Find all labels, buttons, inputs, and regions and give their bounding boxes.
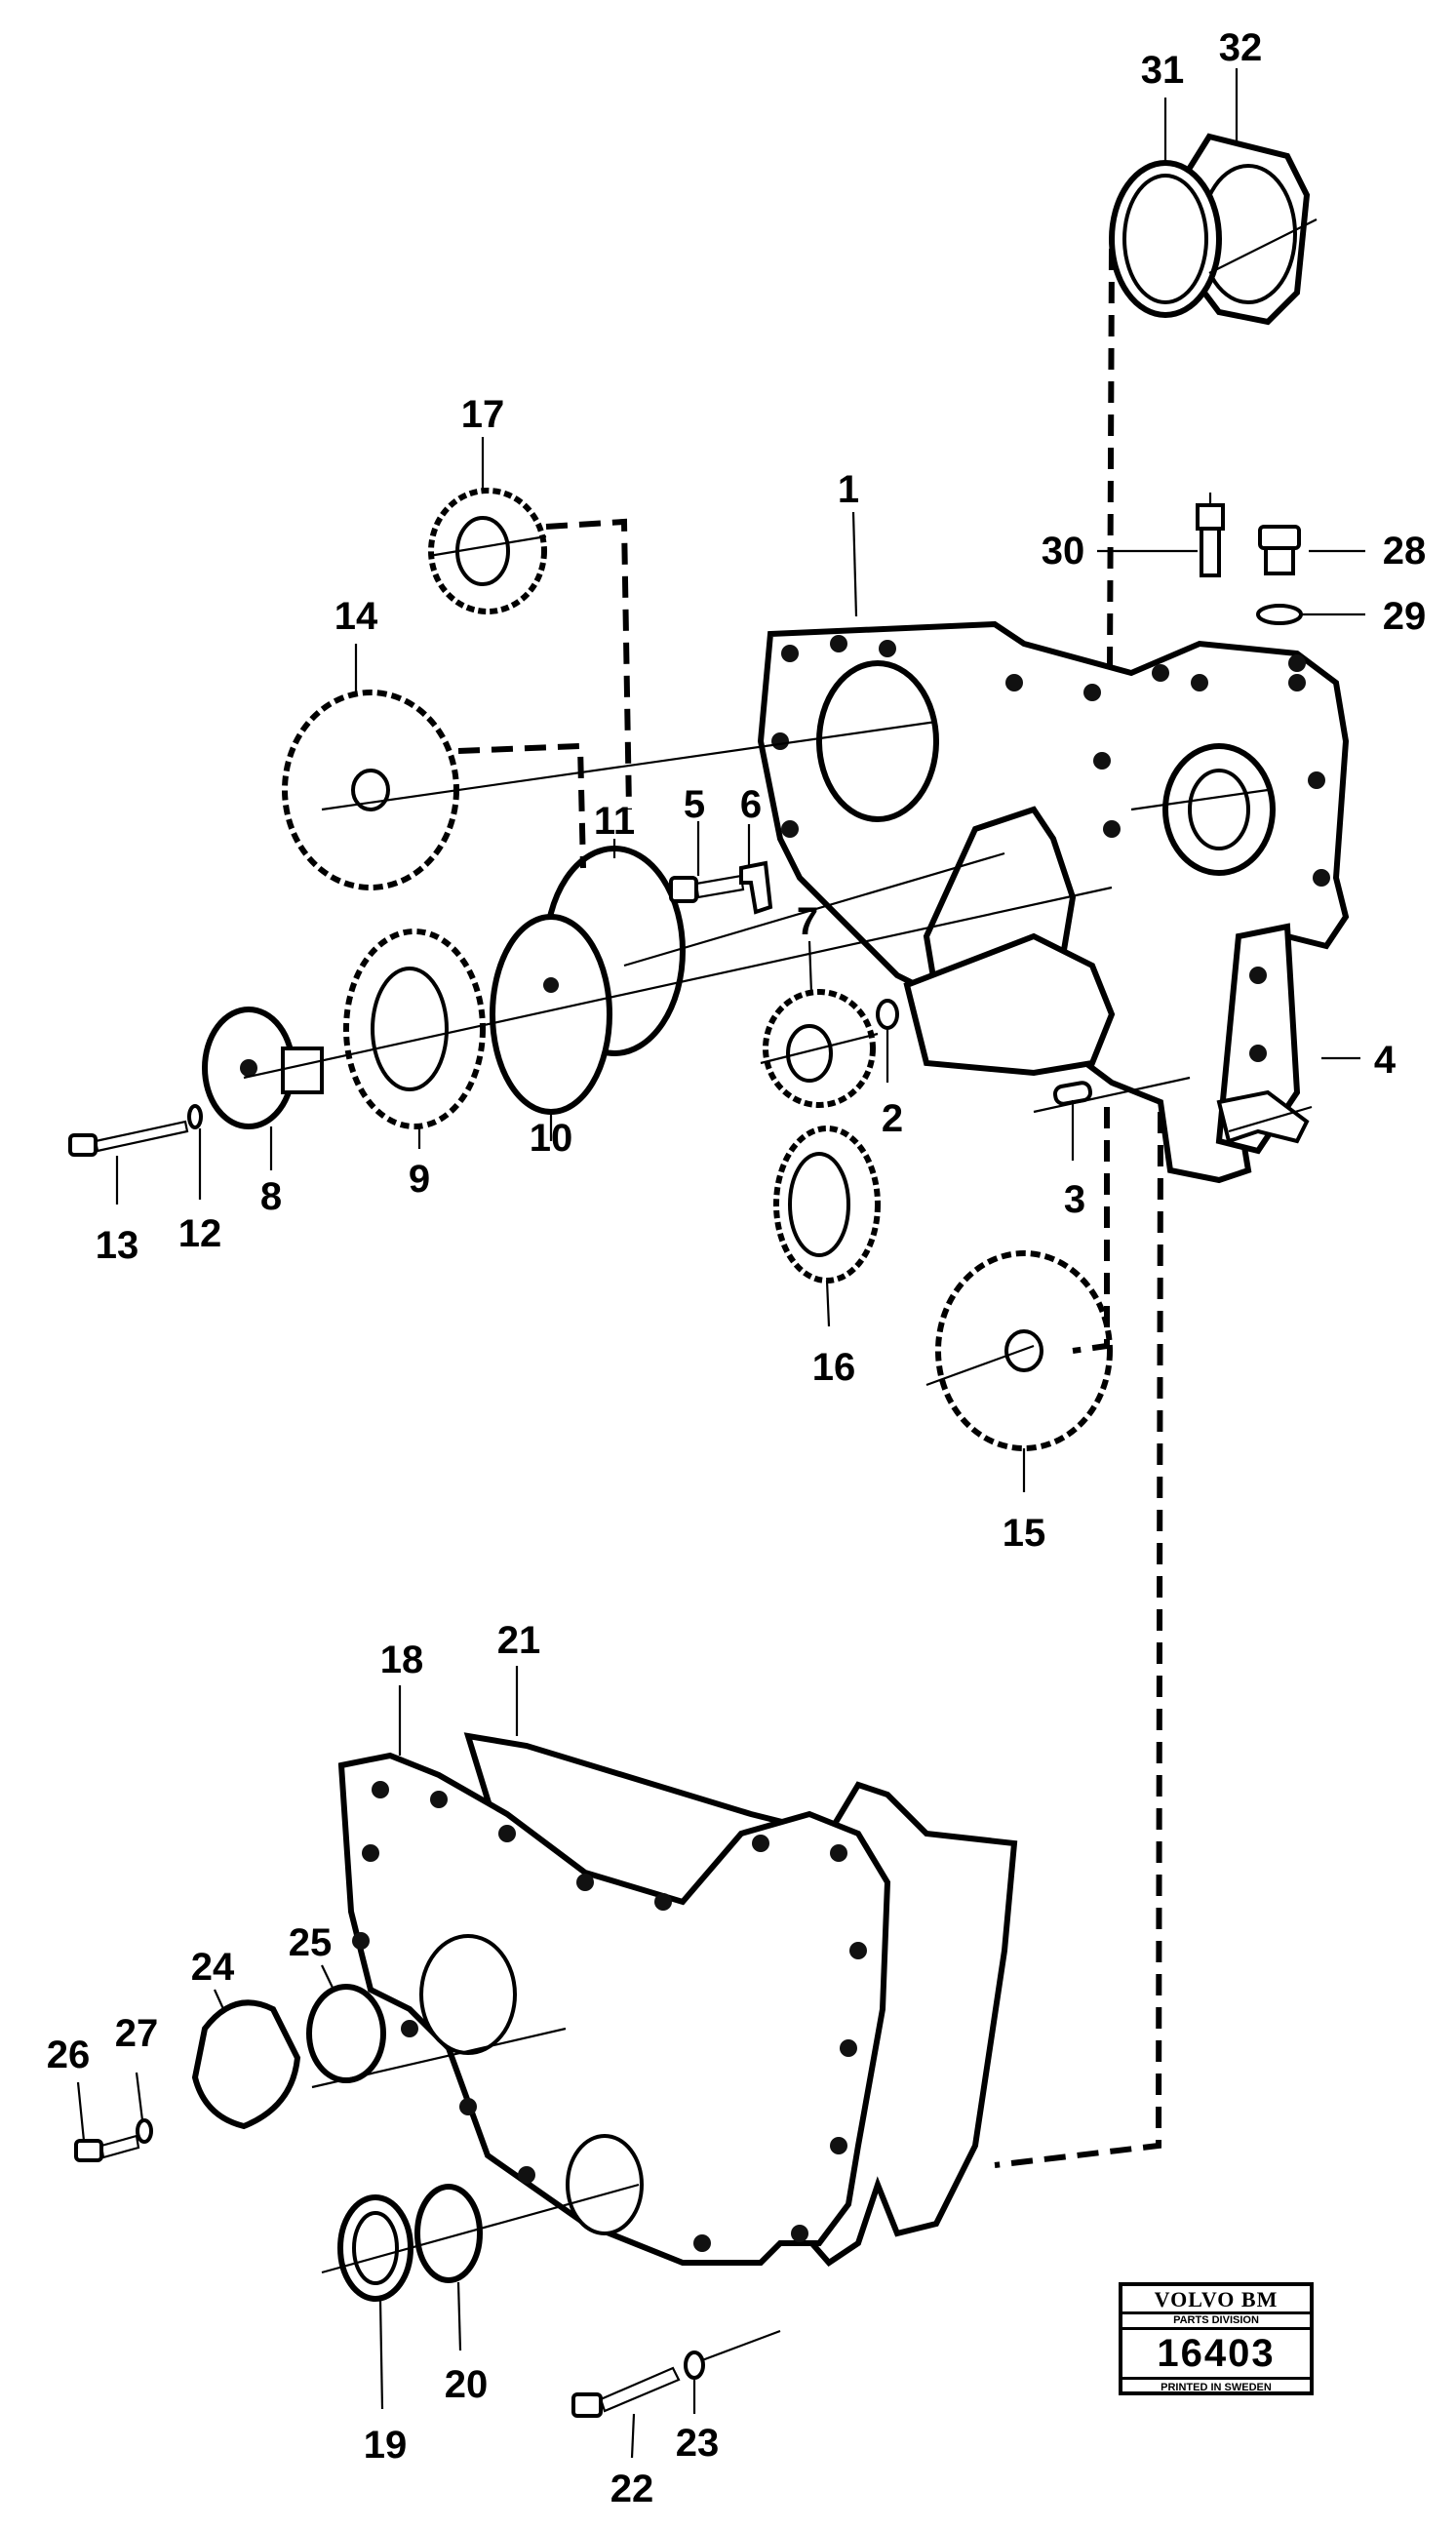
seal-ring [414, 2184, 483, 2283]
callout-31: 31 [1141, 49, 1185, 92]
gear-17 [428, 488, 547, 614]
seal-ring [306, 1984, 386, 2083]
leader-lines [76, 68, 1365, 2459]
callout-10: 10 [530, 1117, 573, 1160]
callout-6: 6 [740, 783, 762, 826]
parts-division-stamp: VOLVO BM PARTS DIVISION 16403 PRINTED IN… [1119, 2282, 1314, 2395]
callout-1: 1 [838, 468, 859, 511]
bolt [74, 2134, 140, 2162]
washer [1256, 604, 1303, 625]
stamp-printed: PRINTED IN SWEDEN [1161, 2382, 1272, 2393]
assembly-line [994, 1111, 1163, 2168]
callout-labels: 1 2 3 4 5 6 7 8 9 10 11 12 13 14 15 16 1… [47, 26, 1427, 2510]
callout-19: 19 [364, 2424, 408, 2467]
callout-2: 2 [882, 1097, 903, 1140]
callout-3: 3 [1064, 1178, 1085, 1221]
gear-9 [343, 928, 486, 1129]
dowel-pin [876, 999, 899, 1030]
flange [490, 914, 612, 1115]
hub [202, 1007, 324, 1129]
callout-22: 22 [610, 2468, 654, 2510]
callout-23: 23 [676, 2422, 720, 2465]
cover-opening-lower [566, 2134, 644, 2235]
assembly-line [1072, 1107, 1110, 1354]
callout-26: 26 [47, 2034, 91, 2076]
callout-18: 18 [380, 1639, 424, 1681]
callout-11: 11 [594, 800, 635, 843]
end-cap [191, 1999, 301, 2130]
bracket [1216, 1089, 1310, 1144]
assembly-line [545, 518, 632, 810]
oil-seal-inner [352, 2211, 399, 2285]
seal-ring-inner [1122, 174, 1208, 304]
callout-20: 20 [445, 2363, 489, 2406]
assembly-line [1107, 248, 1115, 674]
bolt [571, 2366, 681, 2418]
callout-28: 28 [1383, 530, 1427, 573]
plug [1258, 525, 1301, 575]
callout-30: 30 [1042, 530, 1085, 573]
callout-29: 29 [1383, 595, 1427, 638]
washer [684, 2350, 705, 2380]
stamp-brand: VOLVO BM [1122, 2286, 1310, 2314]
timing-gear-housing [757, 620, 1350, 1184]
gear-16 [773, 1126, 881, 1284]
washer [187, 1104, 203, 1129]
callout-21: 21 [497, 1619, 541, 1662]
callout-15: 15 [1003, 1512, 1046, 1555]
callout-8: 8 [260, 1175, 282, 1218]
callout-5: 5 [684, 783, 705, 826]
callout-24: 24 [191, 1946, 235, 1989]
gear-14 [282, 690, 459, 890]
callout-9: 9 [409, 1158, 430, 1201]
callout-14: 14 [334, 595, 378, 638]
callout-7: 7 [797, 900, 818, 943]
callout-32: 32 [1219, 26, 1263, 69]
callout-16: 16 [812, 1346, 856, 1389]
gear-15 [935, 1250, 1113, 1451]
bolt [68, 1120, 189, 1157]
stamp-division: PARTS DIVISION [1122, 2314, 1310, 2330]
assembly-line [457, 742, 586, 869]
washer [136, 2118, 153, 2144]
callout-17: 17 [461, 393, 505, 436]
bolt [669, 874, 745, 903]
cover-opening-upper [419, 1934, 517, 2055]
sender-unit [1196, 493, 1225, 577]
callout-13: 13 [96, 1224, 139, 1267]
callout-27: 27 [115, 2012, 159, 2055]
callout-25: 25 [289, 1921, 333, 1964]
stamp-number: 16403 [1122, 2330, 1310, 2380]
lock-plate [739, 860, 773, 915]
callout-4: 4 [1374, 1039, 1397, 1082]
callout-12: 12 [178, 1212, 222, 1255]
